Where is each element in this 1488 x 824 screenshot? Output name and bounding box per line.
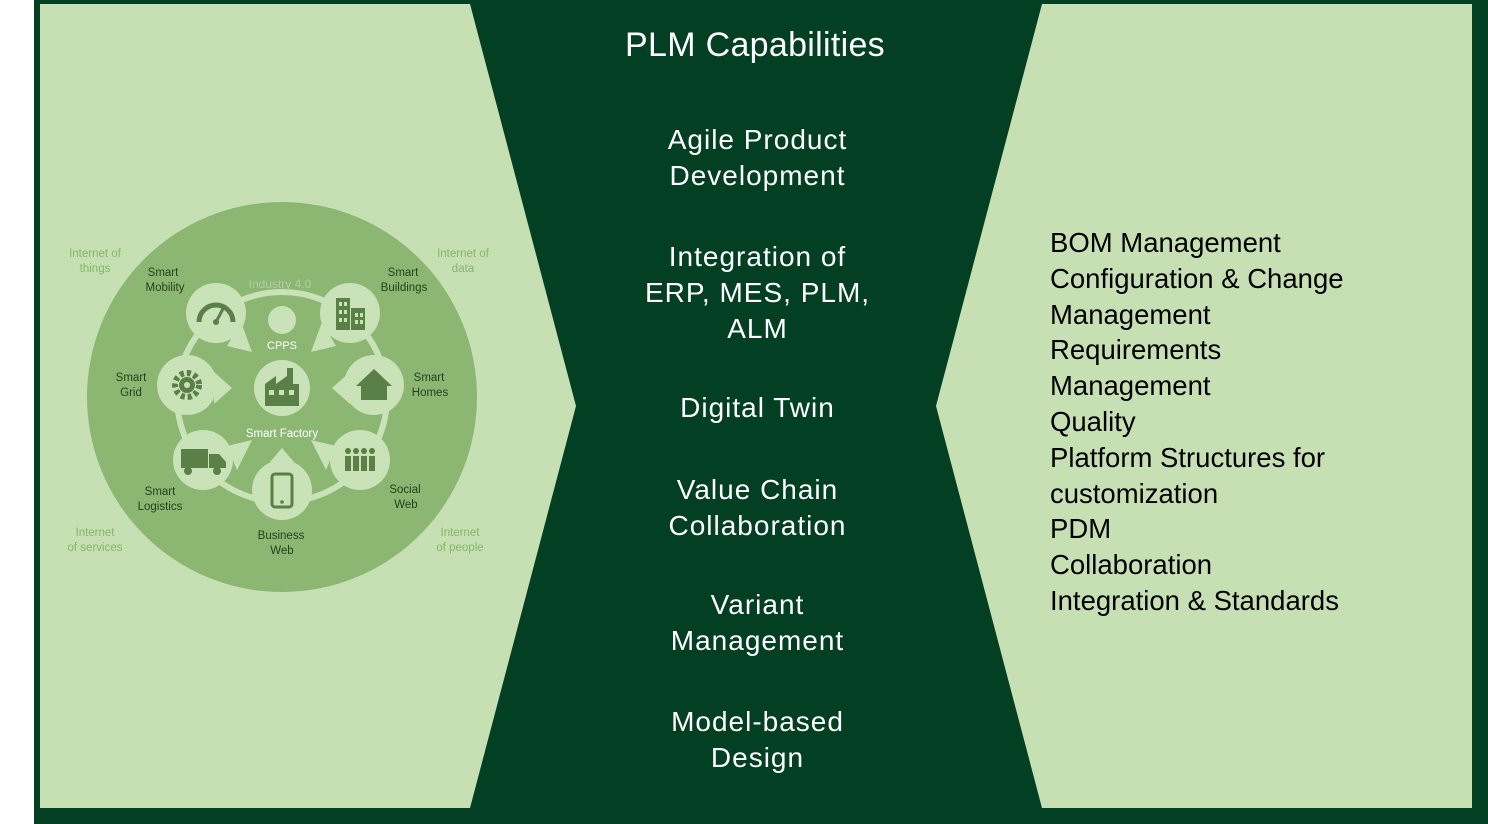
capability-item: Integration of ERP, MES, PLM, ALM bbox=[590, 239, 925, 347]
outer-labels: Internet of things Internet of data Inte… bbox=[68, 248, 490, 554]
smart-factory-label: Smart Factory bbox=[246, 428, 318, 440]
feature-item: customization bbox=[1050, 477, 1219, 509]
feature-item: Configuration & Change bbox=[1050, 262, 1344, 294]
left-margin bbox=[0, 0, 34, 824]
homes-label-2: Homes bbox=[412, 387, 449, 399]
capability-line: Variant bbox=[710, 589, 805, 620]
capability-line: Design bbox=[710, 742, 805, 773]
grid-label-2: Grid bbox=[120, 387, 142, 399]
feature-item: Integration & Standards bbox=[1050, 584, 1339, 616]
feature-item: Management bbox=[1050, 370, 1211, 402]
social-web-node bbox=[330, 430, 390, 490]
capability-line: Digital Twin bbox=[680, 392, 835, 423]
homes-label-1: Smart bbox=[414, 372, 445, 384]
business-web-node bbox=[252, 460, 312, 520]
internet-data-label-2: data bbox=[452, 263, 475, 275]
grid-label-1: Smart bbox=[116, 372, 147, 384]
mobility-label-2: Mobility bbox=[146, 282, 185, 294]
node-labels: Smart Mobility Smart Buildings Smart Gri… bbox=[116, 267, 449, 557]
capability-line: Development bbox=[669, 160, 846, 191]
capability-line: Value Chain bbox=[676, 474, 839, 505]
people-icon bbox=[345, 448, 375, 471]
logistics-label-2: Logistics bbox=[138, 501, 183, 513]
logistics-label-1: Smart bbox=[145, 486, 176, 498]
buildings-icon bbox=[336, 298, 365, 330]
buildings-label-2: Buildings bbox=[381, 282, 428, 294]
feature-item: Platform Structures for bbox=[1050, 441, 1326, 473]
cpps-label: CPPS bbox=[267, 340, 297, 352]
capability-line: Agile Product bbox=[667, 124, 848, 155]
buildings-label-1: Smart bbox=[388, 267, 419, 279]
internet-things-label-1: Internet of bbox=[69, 248, 122, 260]
capability-line: Model-based bbox=[671, 706, 844, 737]
capability-line: ALM bbox=[727, 313, 788, 344]
feature-item: PDM bbox=[1050, 513, 1112, 545]
industry-40-diagram: CPPS Industry 4.0 Smart Factory bbox=[68, 202, 490, 592]
smartphone-icon bbox=[270, 472, 294, 509]
internet-things-label-2: things bbox=[80, 263, 111, 275]
mobility-label-1: Smart bbox=[148, 267, 179, 279]
capability-line: Integration of bbox=[668, 241, 847, 272]
capability-line: ERP, MES, PLM, bbox=[644, 277, 871, 308]
internet-data-label-1: Internet of bbox=[437, 248, 490, 260]
capability-item: Digital Twin bbox=[590, 390, 925, 426]
page-title: PLM Capabilities bbox=[625, 26, 885, 64]
gauge-icon bbox=[196, 302, 236, 325]
feature-item: Requirements bbox=[1050, 334, 1222, 366]
feature-item: Management bbox=[1050, 298, 1211, 330]
feature-item: Collaboration bbox=[1050, 549, 1213, 581]
social-label-2: Web bbox=[394, 499, 417, 511]
business-label-1: Business bbox=[258, 530, 305, 542]
gear-icon bbox=[172, 370, 202, 400]
social-label-1: Social bbox=[389, 484, 420, 496]
node-pointers bbox=[214, 322, 350, 470]
internet-people-label-2: of people bbox=[436, 542, 483, 554]
cpps-node bbox=[268, 306, 296, 334]
feature-item: BOM Management bbox=[1050, 227, 1281, 258]
internet-services-label-2: of services bbox=[68, 542, 123, 554]
right-chevron-panel bbox=[936, 4, 1472, 808]
industry-title: Industry 4.0 bbox=[249, 277, 312, 291]
internet-people-label-1: Internet bbox=[441, 527, 481, 539]
capability-line: Management bbox=[670, 625, 845, 656]
business-label-2: Web bbox=[270, 545, 293, 557]
home-icon bbox=[356, 369, 392, 400]
capability-line: Collaboration bbox=[668, 510, 847, 541]
internet-services-label-1: Internet bbox=[76, 527, 116, 539]
factory-icon bbox=[265, 368, 299, 406]
truck-icon bbox=[181, 449, 226, 475]
smart-mobility-node bbox=[186, 283, 246, 343]
feature-item: Quality bbox=[1050, 405, 1136, 437]
